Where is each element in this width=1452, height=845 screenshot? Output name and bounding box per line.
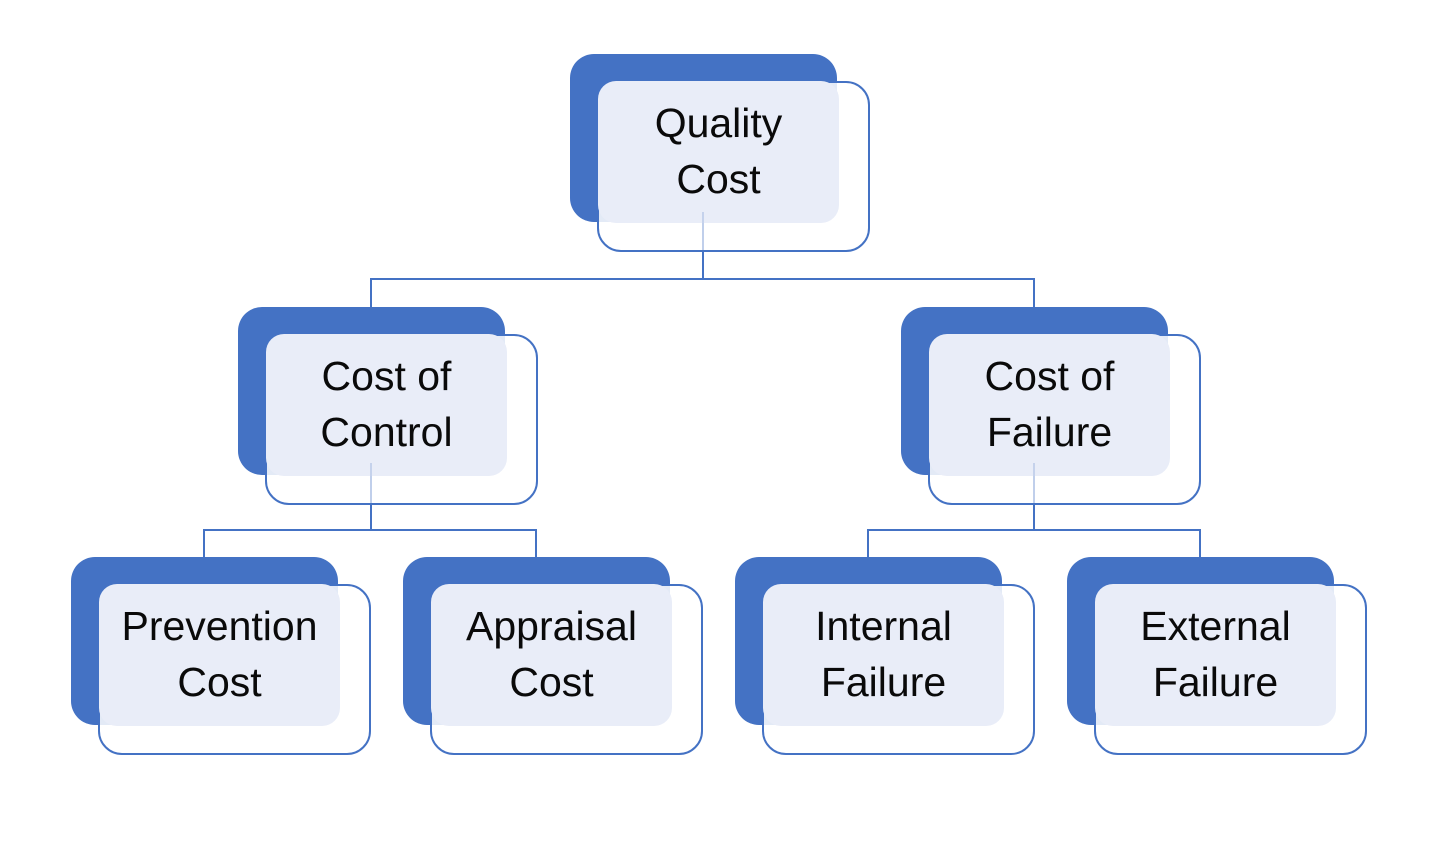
node-internal-failure[interactable]: Internal Failure — [735, 557, 1035, 755]
node-face-panel: Quality Cost — [598, 81, 839, 223]
node-prevention-cost[interactable]: Prevention Cost — [71, 557, 371, 755]
node-cost-of-control[interactable]: Cost of Control — [238, 307, 538, 505]
node-face-panel: Prevention Cost — [99, 584, 340, 726]
node-label: Appraisal Cost — [466, 603, 637, 705]
node-face-panel: Appraisal Cost — [431, 584, 672, 726]
node-quality-cost[interactable]: Quality Cost — [570, 54, 870, 252]
node-face-panel: Cost of Control — [266, 334, 507, 476]
node-external-failure[interactable]: External Failure — [1067, 557, 1367, 755]
node-appraisal-cost[interactable]: Appraisal Cost — [403, 557, 703, 755]
node-face-panel: Internal Failure — [763, 584, 1004, 726]
node-label: Cost of Failure — [984, 353, 1115, 455]
node-face-panel: External Failure — [1095, 584, 1336, 726]
node-cost-of-failure[interactable]: Cost of Failure — [901, 307, 1201, 505]
node-face-panel: Cost of Failure — [929, 334, 1170, 476]
node-label: Cost of Control — [320, 353, 453, 455]
node-label: Prevention Cost — [121, 603, 318, 705]
node-label: Quality Cost — [654, 100, 783, 202]
node-label: External Failure — [1140, 603, 1291, 705]
node-label: Internal Failure — [815, 603, 952, 705]
